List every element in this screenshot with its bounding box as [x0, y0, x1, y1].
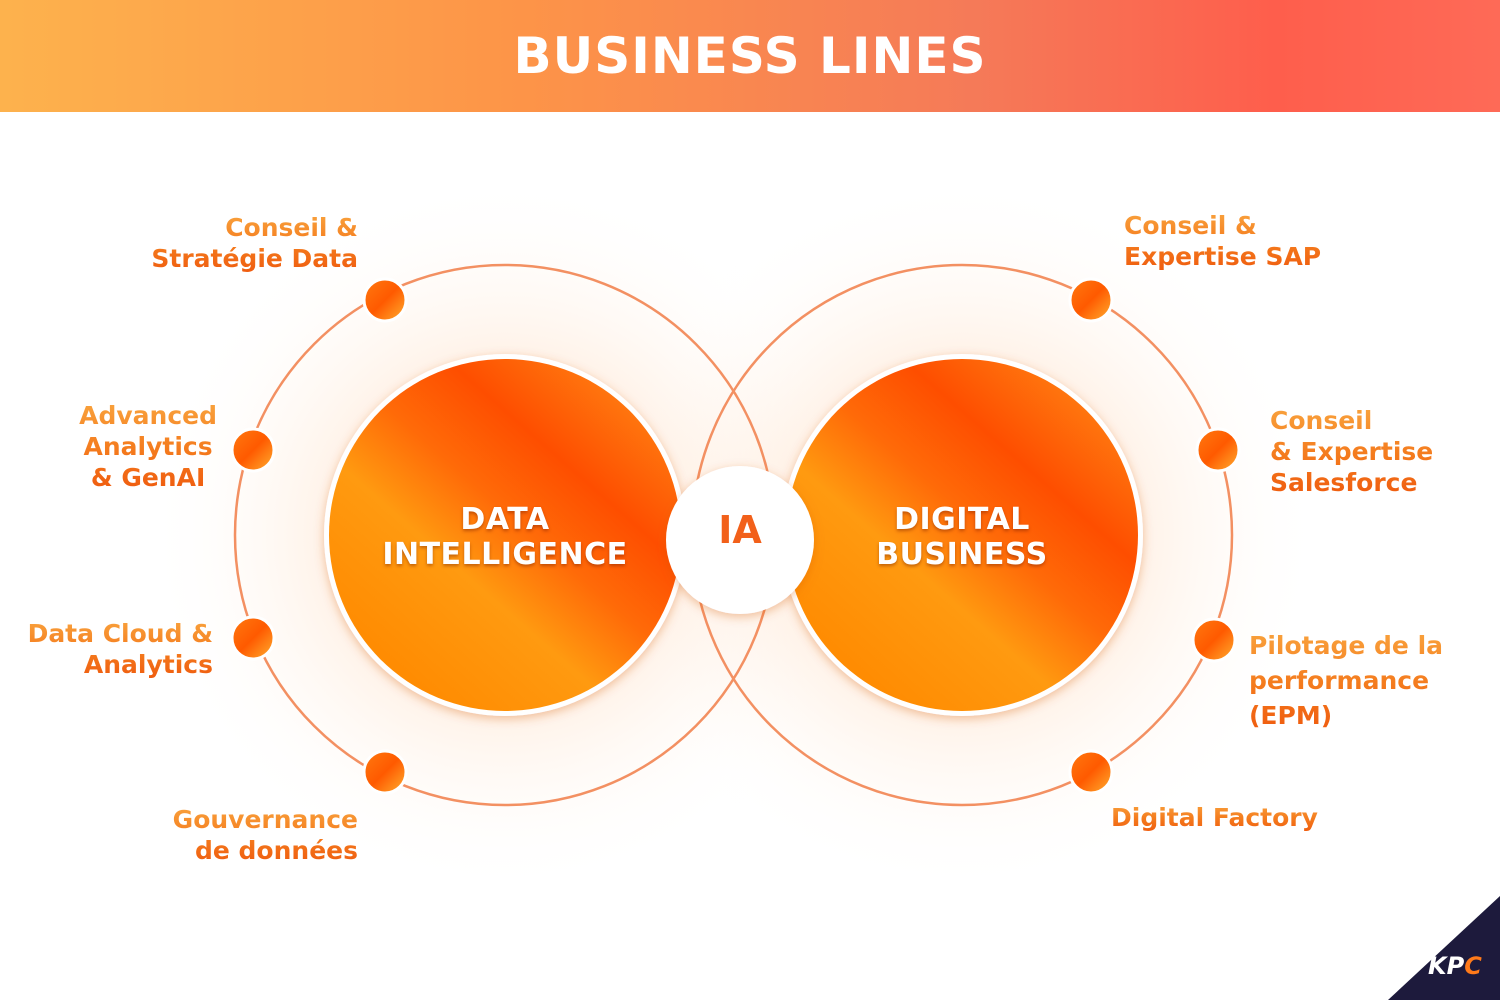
- header-banner: BUSINESS LINES: [0, 0, 1500, 112]
- label-data-cloud: Data Cloud & Analytics: [28, 618, 213, 680]
- dot-salesforce: [1195, 427, 1241, 473]
- dot-conseil-strategie: [362, 277, 408, 323]
- company-logo: KPC: [1428, 952, 1482, 980]
- label-line: Stratégie Data: [151, 244, 358, 273]
- left-circle-line1: DATA: [460, 502, 550, 537]
- left-circle-title: DATA INTELLIGENCE: [355, 502, 655, 572]
- label-pilotage-performance: Pilotage de la performance (EPM): [1249, 628, 1443, 733]
- label-line: Data Cloud &: [27, 619, 213, 648]
- logo-text-main: KP: [1428, 952, 1465, 980]
- logo-text-accent: C: [1464, 952, 1482, 980]
- label-line: Advanced: [79, 401, 217, 430]
- label-conseil-strategie-data: Conseil & Stratégie Data: [151, 212, 358, 274]
- label-digital-factory: Digital Factory: [1111, 802, 1318, 833]
- label-line: Salesforce: [1270, 468, 1418, 497]
- label-line: & GenAI: [90, 463, 206, 492]
- label-line: Gouvernance: [172, 805, 358, 834]
- page-title: BUSINESS LINES: [513, 27, 987, 85]
- label-line: Conseil &: [225, 213, 358, 242]
- label-line: Conseil &: [1124, 211, 1257, 240]
- label-salesforce: Conseil & Expertise Salesforce: [1270, 405, 1433, 498]
- label-conseil-expertise-sap: Conseil & Expertise SAP: [1124, 210, 1321, 272]
- dot-advanced-analytics: [230, 427, 276, 473]
- dot-conseil-sap: [1068, 277, 1114, 323]
- label-advanced-analytics: Advanced Analytics & GenAI: [79, 400, 217, 493]
- right-circle-title: DIGITAL BUSINESS: [812, 502, 1112, 572]
- ia-circle: [666, 466, 814, 614]
- label-line: & Expertise: [1270, 437, 1434, 466]
- left-circle-line2: INTELLIGENCE: [382, 537, 628, 572]
- label-line: Pilotage de la: [1249, 631, 1444, 660]
- label-line: Analytics: [83, 650, 213, 679]
- dot-pilotage: [1191, 617, 1237, 663]
- dot-digital-factory: [1068, 749, 1114, 795]
- left-dots: [230, 277, 408, 795]
- label-line: performance: [1249, 666, 1430, 695]
- dot-data-cloud: [230, 615, 276, 661]
- label-line: de données: [194, 836, 358, 865]
- label-line: Digital Factory: [1111, 803, 1318, 832]
- right-circle-line2: BUSINESS: [876, 537, 1048, 572]
- ia-label: IA: [718, 508, 762, 552]
- label-line: Conseil: [1270, 406, 1373, 435]
- label-line: Analytics: [83, 432, 213, 461]
- right-circle-line1: DIGITAL: [894, 502, 1030, 537]
- dot-gouvernance: [362, 749, 408, 795]
- label-line: Expertise SAP: [1124, 242, 1322, 271]
- label-gouvernance: Gouvernance de données: [173, 804, 358, 866]
- label-line: (EPM): [1249, 701, 1333, 730]
- right-dots: [1068, 277, 1241, 795]
- corner-logo-background: [1388, 896, 1500, 1000]
- left-disc: [329, 359, 681, 711]
- right-disc: [786, 359, 1138, 711]
